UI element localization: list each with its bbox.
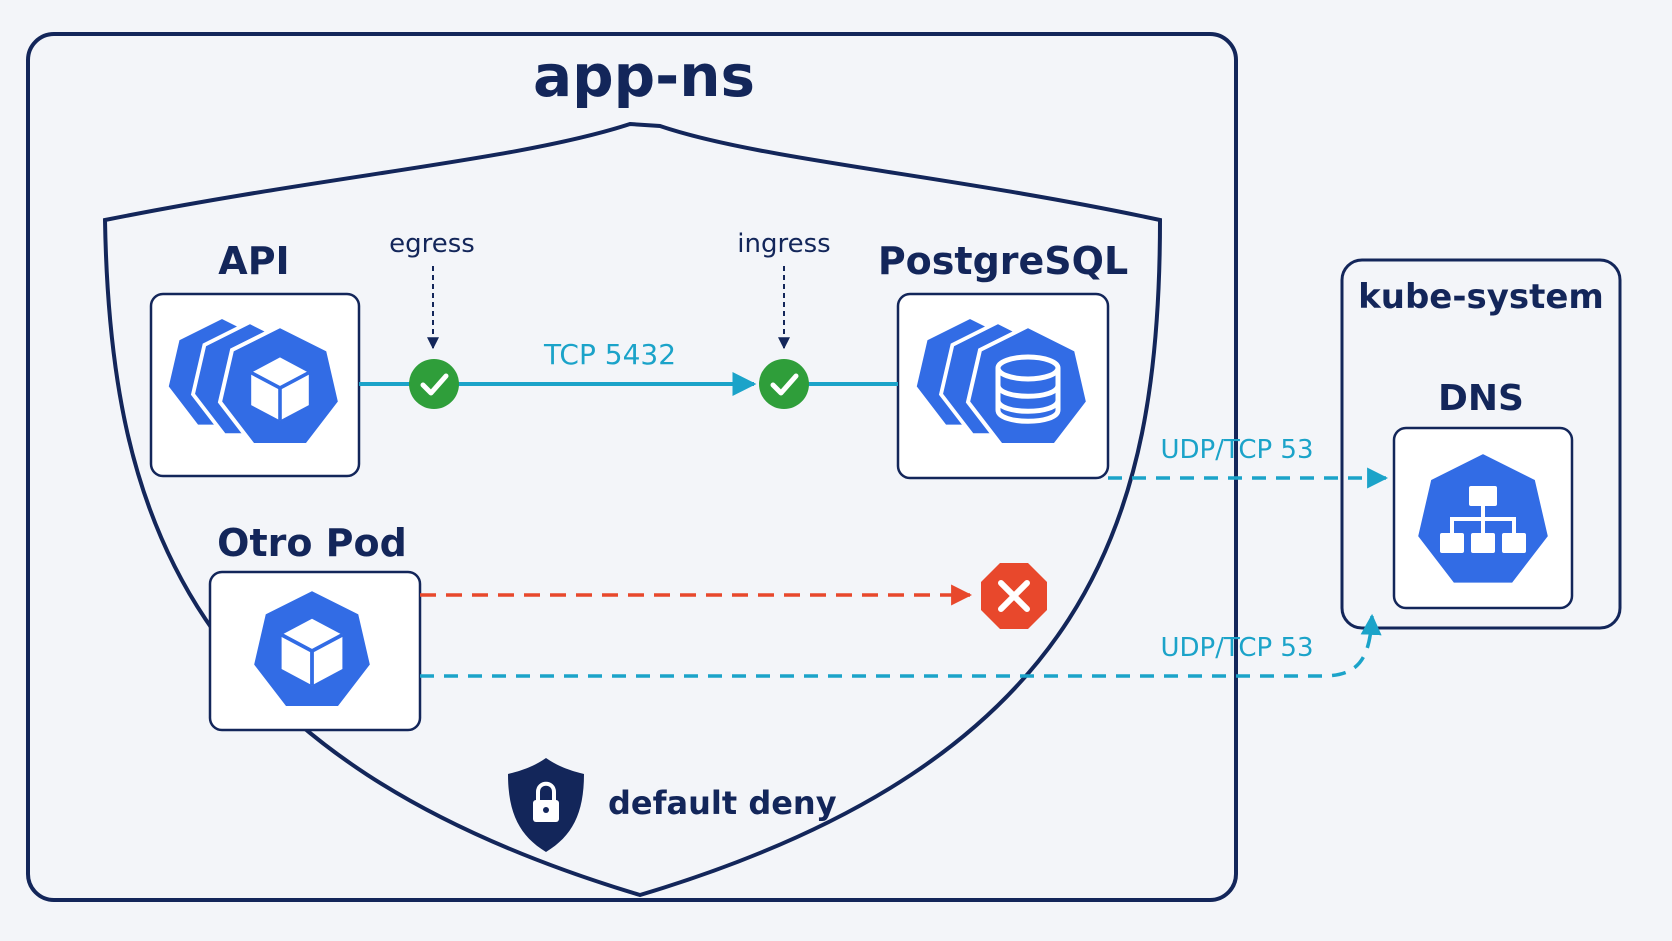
otro-pod-dns-label: UDP/TCP 53 bbox=[1160, 633, 1313, 663]
egress-allow-check-icon bbox=[409, 359, 459, 409]
app-ns-boundary bbox=[26, 32, 1238, 902]
database-stack-icon bbox=[912, 315, 1090, 447]
kube-system-boundary bbox=[1340, 258, 1622, 630]
kube-system-title: kube-system bbox=[1358, 277, 1604, 317]
postgres-label: PostgreSQL bbox=[878, 239, 1128, 283]
ingress-allow-check-icon bbox=[759, 359, 809, 409]
app-ns-title: app-ns bbox=[533, 42, 755, 110]
default-deny-label: default deny bbox=[608, 784, 837, 822]
otro-pod-label: Otro Pod bbox=[217, 521, 407, 565]
api-label: API bbox=[218, 239, 289, 283]
tcp-5432-label: TCP 5432 bbox=[543, 338, 676, 371]
shield-lock-icon bbox=[508, 758, 584, 852]
postgres-dns-label: UDP/TCP 53 bbox=[1160, 435, 1313, 465]
otro-pod-dns-arrow bbox=[420, 613, 1382, 678]
dns-label: DNS bbox=[1438, 378, 1524, 419]
egress-label: egress bbox=[389, 229, 475, 259]
network-tree-icon bbox=[1416, 452, 1550, 585]
ingress-label: ingress bbox=[737, 229, 830, 259]
deny-x-octagon-icon bbox=[981, 563, 1047, 629]
default-deny-shield-region bbox=[102, 121, 1163, 898]
